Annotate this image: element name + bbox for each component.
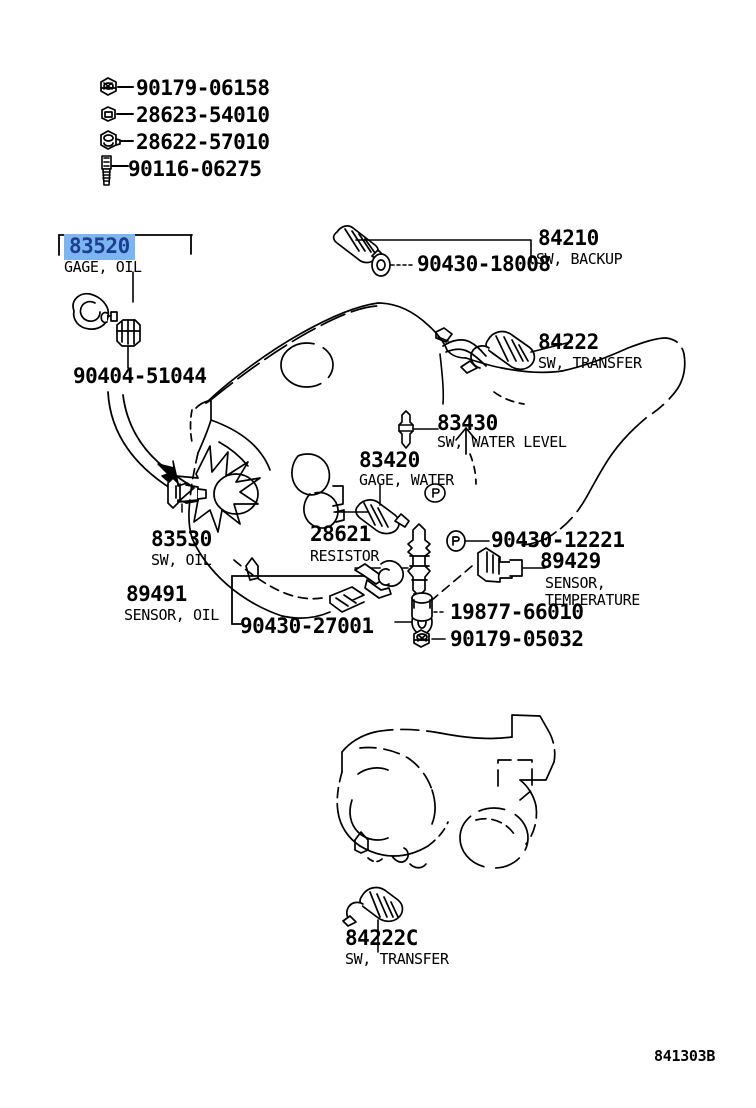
bracket-89491 — [231, 575, 382, 625]
grommet-part-90404 — [116, 319, 141, 347]
oil-gage-part — [72, 292, 118, 330]
resistor-part-28621 — [407, 523, 431, 601]
callout-83420-description: GAGE, WATER — [359, 471, 454, 489]
bracket-part-drawing — [329, 560, 404, 613]
callout-89491-part-number: 89491 — [126, 582, 187, 606]
callout-89429-description-line1: SENSOR, — [545, 574, 606, 592]
callout-90430-12221-part-number: 90430-12221 — [491, 528, 625, 552]
callout-84222c-part-number: 84222C — [345, 926, 418, 950]
callout-19877-part-number: 19877-66010 — [450, 600, 584, 624]
legend-part-number-1: 90179-06158 — [136, 76, 270, 100]
part-19877-66010 — [411, 592, 433, 622]
legend-part-number-3: 28622-57010 — [136, 130, 270, 154]
callout-83520-description: GAGE, OIL — [64, 258, 142, 276]
callout-90404-part-number: 90404-51044 — [73, 364, 207, 388]
temperature-sensor-part-89429 — [477, 547, 523, 583]
legend-part-number-2: 28623-54010 — [136, 103, 270, 127]
washer-part-90430-12221 — [446, 530, 466, 552]
part-90179-05032 — [413, 629, 430, 648]
callout-83420-part-number: 83420 — [359, 448, 420, 472]
callout-84210-description: SW, BACKUP — [536, 250, 623, 268]
callout-90430-18008-part-number: 90430-18008 — [417, 252, 551, 276]
callout-83430-description: SW, WATER LEVEL — [437, 433, 567, 451]
callout-83520-part-number[interactable]: 83520 — [64, 234, 135, 260]
washer-part-90430-18008 — [371, 253, 391, 277]
nut-icon-2 — [100, 130, 121, 150]
callout-89491-description: SENSOR, OIL — [124, 606, 219, 624]
callout-84222-part-number: 84222 — [538, 330, 599, 354]
callout-28621-part-number: 28621 — [310, 522, 371, 546]
water-level-switch-part-83430 — [398, 410, 414, 449]
plug-icon-1 — [101, 106, 116, 122]
callout-83530-description: SW, OIL — [151, 551, 212, 569]
callout-84222c-description: SW, TRANSFER — [345, 950, 449, 968]
nut-icon-1 — [100, 77, 117, 96]
callout-90179-part-number: 90179-05032 — [450, 627, 584, 651]
engine-block-outline — [175, 302, 686, 619]
transfer-switch-part-84222 — [460, 330, 536, 374]
callout-83430-part-number: 83430 — [437, 411, 498, 435]
transfer-switch-wire — [435, 327, 487, 367]
callout-84222-description: SW, TRANSFER — [538, 354, 642, 372]
water-gage-part-83420 — [355, 499, 410, 535]
callout-84210-part-number: 84210 — [538, 226, 599, 250]
callout-28621-description: RESISTOR — [310, 547, 380, 565]
callout-89429-part-number: 89429 — [540, 549, 601, 573]
reference-arrow — [107, 391, 181, 493]
bolt-head-icon — [424, 483, 446, 503]
callout-89429-description-line2: TEMPERATURE — [545, 591, 640, 609]
callout-90430-27001-part-number: 90430-27001 — [240, 614, 374, 638]
transfer-case-outline — [336, 714, 556, 869]
callout-83530-part-number: 83530 — [151, 527, 212, 551]
bolt-icon-1 — [101, 155, 112, 186]
legend-part-number-4: 90116-06275 — [128, 157, 262, 181]
figure-code: 841303B — [654, 1047, 716, 1065]
transfer-switch-part-84222c — [342, 886, 404, 927]
